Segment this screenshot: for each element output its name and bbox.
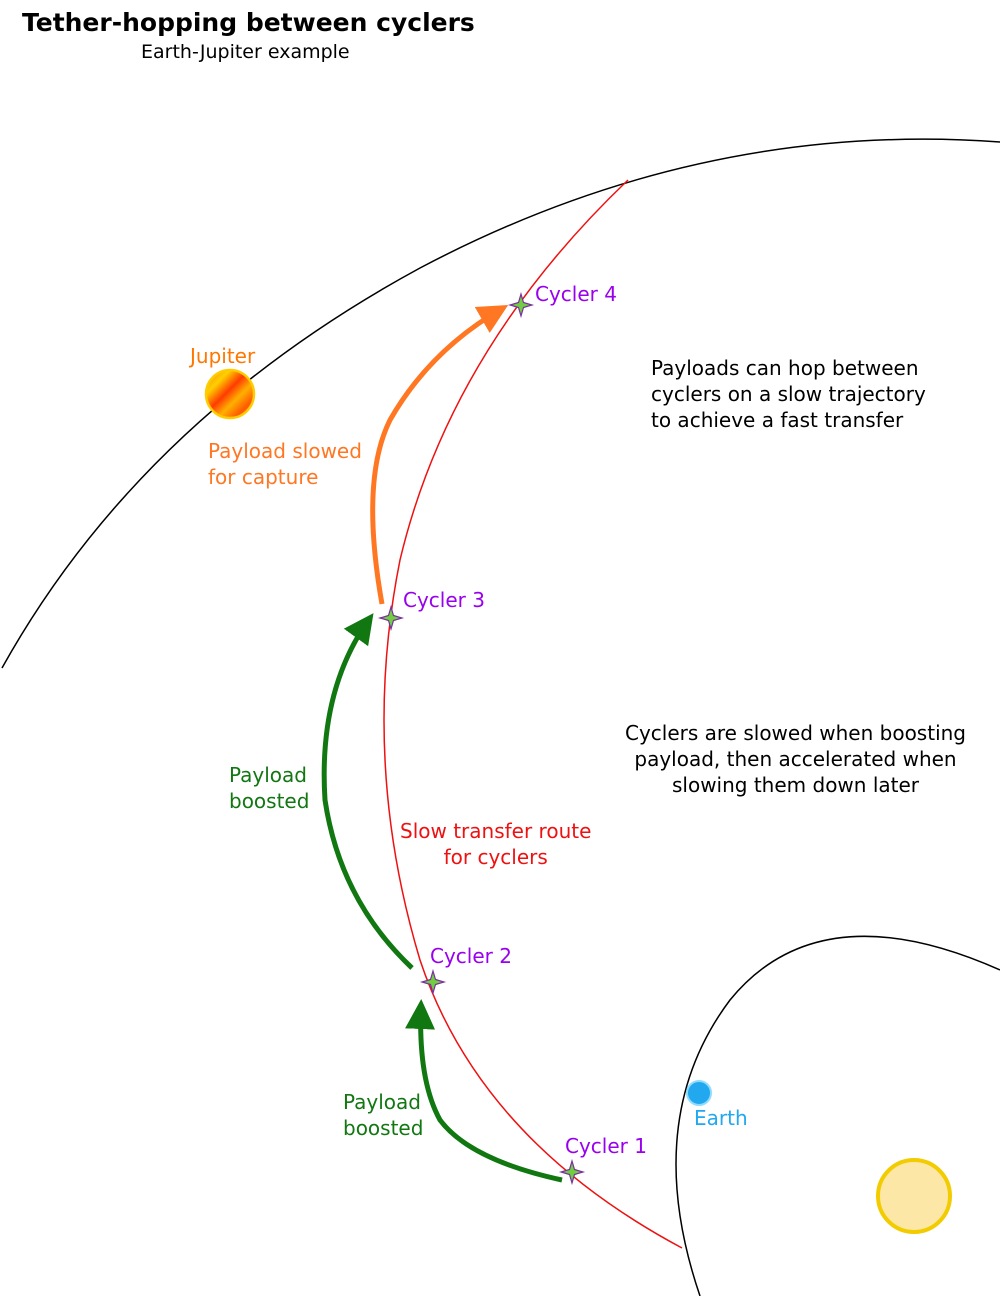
earth-orbit (675, 935, 1000, 1296)
transfer-route-label: Slow transfer route for cyclers (400, 819, 592, 869)
jupiter-orbit (1, 138, 1000, 669)
sun (876, 1158, 952, 1234)
cycler-1-marker (558, 1158, 586, 1186)
earth-planet (686, 1080, 712, 1106)
capture-label: Payload slowed for capture (208, 439, 362, 489)
cycler-3-marker (377, 604, 405, 632)
cycler-speed-note: Cyclers are slowed when boosting payload… (624, 721, 966, 797)
boost-arrow-1 (405, 999, 563, 1183)
cycler-2-marker (419, 968, 447, 996)
cycler-1-label: Cycler 1 (565, 1134, 647, 1158)
earth-label: Earth (694, 1106, 748, 1130)
cycler-4-marker (507, 291, 535, 319)
cycler-2-label: Cycler 2 (430, 944, 512, 968)
transfer-route (383, 179, 683, 1249)
cycler-4-label: Cycler 4 (535, 282, 617, 306)
jupiter-planet (204, 368, 256, 420)
capture-arrow (370, 305, 509, 605)
diagram-subtitle: Earth-Jupiter example (141, 41, 350, 63)
boost-label-lower: Payload boosted (343, 1090, 424, 1140)
cycler-3-label: Cycler 3 (403, 588, 485, 612)
hop-note: Payloads can hop between cyclers on a sl… (651, 356, 926, 432)
diagram-title: Tether-hopping between cyclers (22, 8, 475, 37)
boost-label-upper: Payload boosted (229, 763, 310, 813)
boost-arrow-2 (321, 613, 414, 970)
jupiter-label: Jupiter (190, 344, 256, 368)
